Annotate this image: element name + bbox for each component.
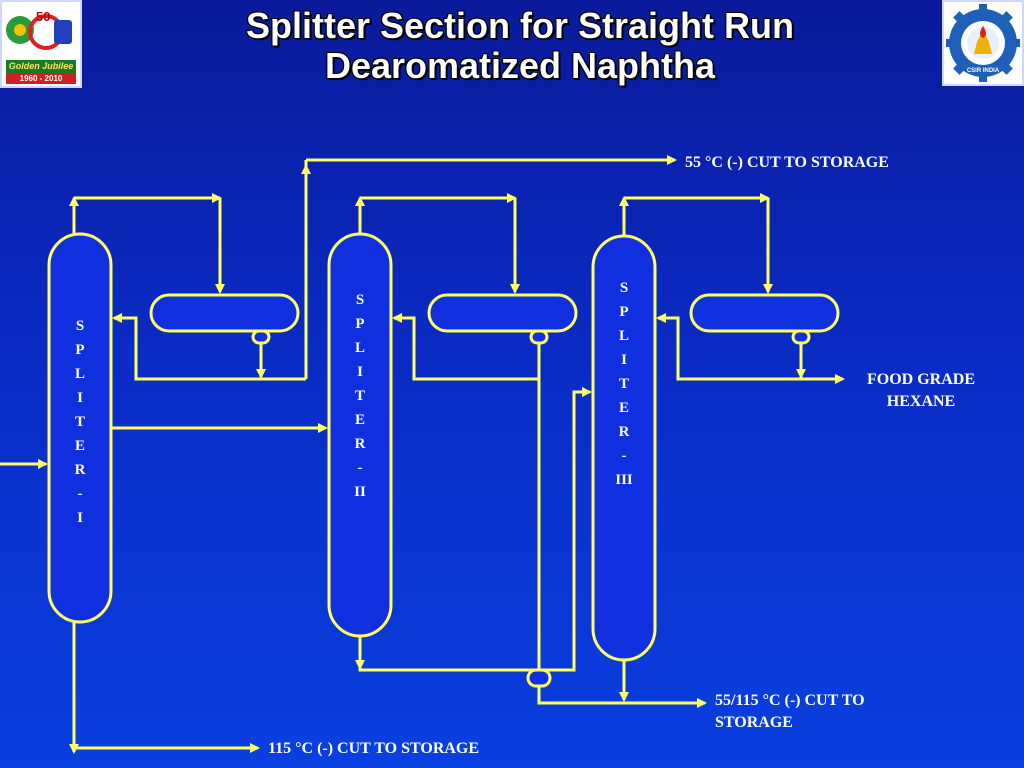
column-letter: L [618, 328, 629, 344]
column-letter: R [618, 424, 630, 440]
page-title: Splitter Section for Straight Run Dearom… [120, 6, 920, 86]
column-letter: - [357, 460, 363, 476]
mid-cut-line [537, 686, 707, 708]
column-letter: P [619, 304, 629, 320]
column-letter: T [74, 414, 85, 430]
column-letter: L [354, 340, 365, 356]
column-letter: I [621, 352, 627, 368]
column-letter: II [354, 484, 366, 500]
reflux-line-2 [392, 313, 541, 381]
bottom-cut-label: 115 °C (-) CUT TO STORAGE [268, 740, 480, 757]
column-letter: - [621, 448, 627, 464]
reflux-drum-1 [149, 293, 300, 333]
column-letter: E [618, 400, 629, 416]
reflux-drum-3 [689, 293, 840, 333]
drum-boot-2 [529, 329, 549, 345]
hexane-label: FOOD GRADE HEXANE [867, 371, 975, 410]
csir-gear-icon [946, 4, 1020, 82]
title-line-1: Splitter Section for Straight Run [245, 5, 794, 46]
jubilee-years: 1960 - 2010 [19, 74, 63, 83]
column-letter: S [355, 292, 365, 308]
column-letter: R [354, 436, 366, 452]
title-line-2: Dearomatized Naphtha [324, 45, 716, 86]
mid-cut-label: 55/115 °C (-) CUT TO STORAGE [715, 692, 865, 731]
bottoms-line-2 [358, 387, 592, 672]
column-letter: III [615, 472, 633, 488]
column-letter: I [357, 364, 363, 380]
column-letter: E [354, 412, 365, 428]
column-letter: P [355, 316, 365, 332]
column-letter: T [618, 376, 629, 392]
column-letter: L [74, 366, 85, 382]
drum-boot-1 [251, 329, 271, 345]
drum-boot-3 [791, 329, 811, 345]
column-letter: I [77, 390, 83, 406]
column-letter: R [74, 462, 86, 478]
reflux-drum-2 [427, 293, 578, 333]
column-letter: E [74, 438, 85, 454]
jubilee-label: Golden Jubilee [8, 61, 74, 71]
jubilee-emblem-icon [6, 14, 76, 84]
column-letter: S [619, 280, 629, 296]
column-letter: - [77, 486, 83, 502]
csir-logo: CSIR INDIA [942, 0, 1024, 86]
column-letter: P [75, 342, 85, 358]
jubilee-number: 50 [36, 9, 51, 24]
seal-loop [526, 668, 552, 688]
golden-jubilee-logo: 50 Golden Jubilee 1960 - 2010 [0, 0, 82, 88]
column-letter: S [75, 318, 85, 334]
reflux-line-1 [112, 313, 306, 381]
csir-ring-text: CSIR INDIA [966, 68, 1000, 74]
column-letter: I [77, 510, 83, 526]
top-cut-label: 55 °C (-) CUT TO STORAGE [685, 154, 889, 171]
column-letter: T [354, 388, 365, 404]
